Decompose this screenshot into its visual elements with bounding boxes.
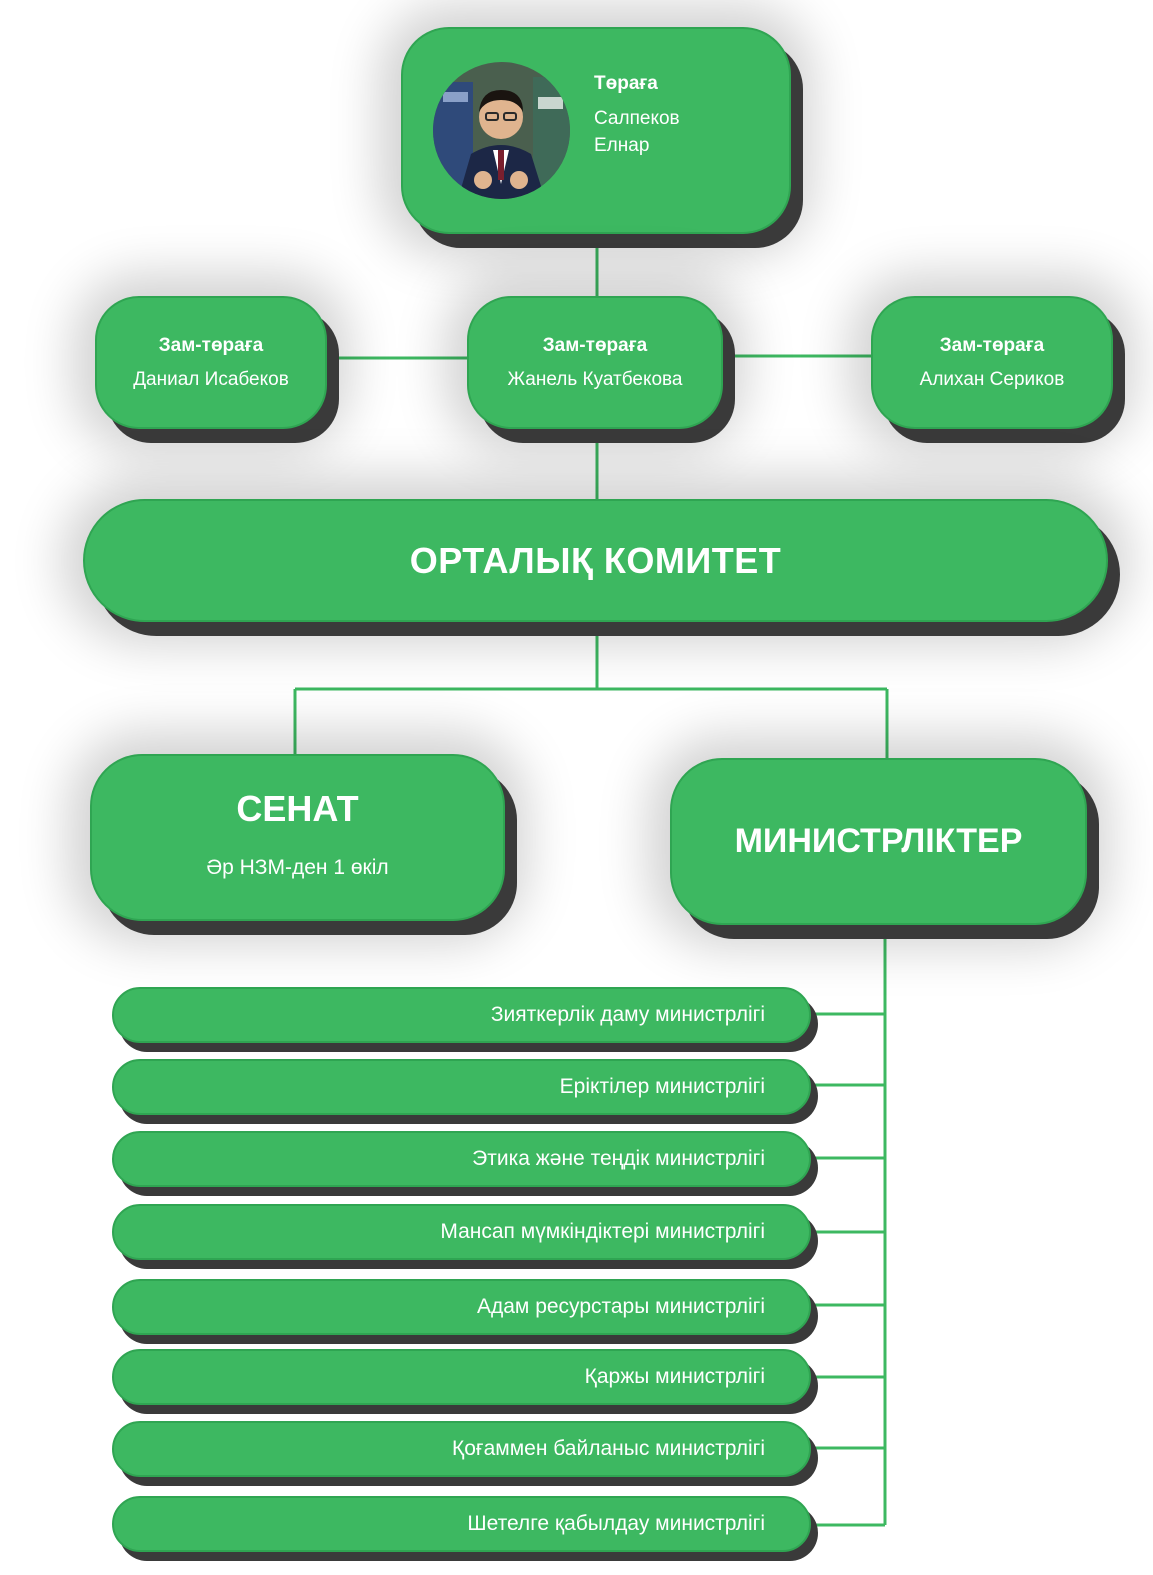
avatar <box>433 62 570 199</box>
chair-role: Төраға <box>594 73 658 94</box>
ministry-item: Қоғаммен байланыс министрлігі <box>112 1421 811 1477</box>
deputy-name: Жанель Куатбекова <box>507 368 683 390</box>
ministry-item: Этика және теңдік министрлігі <box>112 1131 811 1187</box>
deputy-card-middle: Зам-төраға Жанель Куатбекова <box>467 296 723 429</box>
deputy-name: Даниал Исабеков <box>133 368 289 390</box>
deputy-card-right: Зам-төраға Алихан Сериков <box>871 296 1113 429</box>
senate-card: СЕНАТ Әр НЗМ-ден 1 өкіл <box>90 754 505 921</box>
ministry-item: Зияткерлік даму министрлігі <box>112 987 811 1043</box>
ministries-card: МИНИСТРЛІКТЕР <box>670 758 1087 925</box>
chair-name-second: Елнар <box>594 135 650 156</box>
ministry-item: Мансап мүмкіндіктері министрлігі <box>112 1204 811 1260</box>
deputy-role: Зам-төраға <box>542 334 648 356</box>
deputy-card-left: Зам-төраға Даниал Исабеков <box>95 296 327 429</box>
ministry-item: Қаржы министрлігі <box>112 1349 811 1405</box>
deputy-name: Алихан Сериков <box>919 368 1065 390</box>
chair-name-first: Салпеков <box>594 108 680 129</box>
central-committee-card: ОРТАЛЫҚ КОМИТЕТ <box>83 499 1108 622</box>
central-committee-title: ОРТАЛЫҚ КОМИТЕТ <box>409 539 782 581</box>
ministries-title: МИНИСТРЛІКТЕР <box>734 822 1023 860</box>
deputy-role: Зам-төраға <box>939 334 1045 356</box>
deputy-role: Зам-төраға <box>158 334 264 356</box>
senate-title: СЕНАТ <box>236 787 359 829</box>
senate-subtitle: Әр НЗМ-ден 1 өкіл <box>206 855 389 879</box>
ministry-item: Шетелге қабылдау министрлігі <box>112 1496 811 1552</box>
chair-card: Төраға Салпеков Елнар <box>401 27 791 234</box>
ministry-item: Еріктілер министрлігі <box>112 1059 811 1115</box>
ministry-item: Адам ресурстары министрлігі <box>112 1279 811 1335</box>
